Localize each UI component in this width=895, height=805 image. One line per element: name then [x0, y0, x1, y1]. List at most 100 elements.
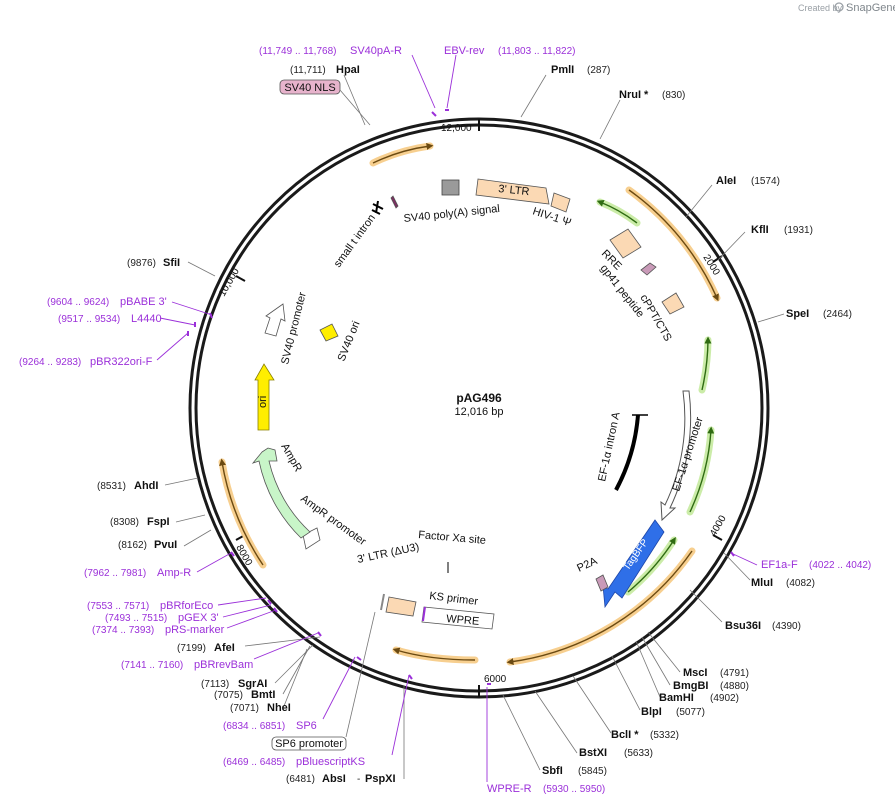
- site-label-pspxi[interactable]: - PspXI: [357, 773, 396, 785]
- svg-text:KS primer: KS primer: [429, 590, 479, 608]
- feature-3-ltr-du3: 3' LTR (ΔU3): [356, 541, 420, 617]
- svg-text:SP6 promoter: SP6 promoter: [275, 738, 343, 750]
- svg-text:Amp-R: Amp-R: [157, 567, 191, 579]
- svg-text:(8162): (8162): [118, 540, 147, 551]
- feature-p2a: P2A: [575, 555, 609, 592]
- site-label-spei[interactable]: SpeI (2464): [786, 308, 852, 320]
- site-label-bmgbi[interactable]: BmgBI (4880): [673, 680, 749, 692]
- feature-cppt: cPPT/CTS: [637, 292, 685, 343]
- site-label-pvui[interactable]: (8162) PvuI: [118, 539, 177, 551]
- primer-label-sv40pa-r[interactable]: (11,749 .. 11,768) SV40pA-R: [259, 45, 402, 57]
- svg-text:AfeI: AfeI: [214, 642, 235, 654]
- orf-arc-top: [369, 142, 434, 167]
- svg-text:(830): (830): [662, 90, 685, 101]
- svg-text:pBABE 3': pBABE 3': [120, 296, 167, 308]
- svg-text:(11,803 .. 11,822): (11,803 .. 11,822): [498, 46, 575, 57]
- svg-text:3' LTR: 3' LTR: [498, 183, 530, 198]
- site-label-alei[interactable]: AleI (1574): [716, 175, 780, 187]
- svg-text:pGEX 3': pGEX 3': [178, 612, 219, 624]
- feature-ampr-promoter: AmpR promoter: [298, 493, 368, 550]
- feature-ef1a-promoter: EF-1α promoter: [660, 390, 706, 522]
- site-label-fspi[interactable]: (8308) FspI: [110, 516, 170, 528]
- primer-label-sp6[interactable]: (6834 .. 6851) SP6: [223, 720, 317, 732]
- site-label-hpai[interactable]: (11,711) HpaI: [290, 64, 360, 76]
- svg-text:AmpR: AmpR: [278, 442, 304, 475]
- svg-text:KflI: KflI: [751, 224, 769, 236]
- svg-text:(4390): (4390): [772, 621, 801, 632]
- site-label-ahdi[interactable]: (8531) AhdI: [97, 480, 158, 492]
- primer-label-pbabe3[interactable]: (9604 .. 9624) pBABE 3': [47, 296, 167, 308]
- feature-factor-xa: Factor Xa site: [418, 529, 487, 573]
- primer-label-ef1a-f[interactable]: EF1a-F (4022 .. 4042): [761, 559, 871, 571]
- svg-text:NheI: NheI: [267, 702, 291, 714]
- svg-text:PmlI: PmlI: [551, 64, 574, 76]
- svg-text:(8308): (8308): [110, 517, 139, 528]
- orf-arc-bottom-right: [506, 547, 696, 666]
- svg-text:BmtI: BmtI: [251, 689, 275, 701]
- site-label-pmli[interactable]: PmlI (287): [551, 64, 610, 76]
- svg-text:BlpI: BlpI: [641, 706, 662, 718]
- site-label-absi[interactable]: (6481) AbsI: [286, 773, 346, 785]
- svg-text:WPRE-R: WPRE-R: [487, 783, 532, 795]
- svg-text:(7075): (7075): [214, 690, 243, 701]
- tick-label-12000: 12,000: [441, 123, 472, 134]
- site-label-msci[interactable]: MscI (4791): [683, 667, 749, 679]
- svg-text:SV40 promoter: SV40 promoter: [279, 291, 309, 366]
- site-label-sgrai[interactable]: (7113) SgrAI: [201, 678, 267, 690]
- site-label-kfli[interactable]: KflI (1931): [751, 224, 813, 236]
- svg-text:SV40 ori: SV40 ori: [336, 319, 363, 363]
- site-label-sfii[interactable]: (9876) SfiI: [127, 257, 180, 269]
- svg-text:AbsI: AbsI: [322, 773, 346, 785]
- site-label-mlui[interactable]: MluI (4082): [751, 577, 815, 589]
- primer-leaders: [156, 54, 758, 782]
- created-by-label: Created by: [798, 3, 843, 13]
- svg-text:gp41 peptide: gp41 peptide: [598, 262, 647, 320]
- primer-label-pbr322ori-f[interactable]: (9264 .. 9283) pBR322ori-F: [19, 356, 153, 368]
- site-label-bsu36i[interactable]: Bsu36I (4390): [725, 620, 801, 632]
- orf-green-rre: [596, 198, 641, 227]
- svg-text:BmgBI: BmgBI: [673, 680, 708, 692]
- site-label-nrui[interactable]: NruI * (830): [619, 89, 685, 101]
- svg-text:SpeI: SpeI: [786, 308, 809, 320]
- svg-text:Bsu36I: Bsu36I: [725, 620, 761, 632]
- snapgene-brand: SnapGene: [846, 2, 895, 14]
- primer-label-pbluescriptks[interactable]: (6469 .. 6485) pBluescriptKS: [223, 756, 365, 768]
- svg-text:(7493 .. 7515): (7493 .. 7515): [105, 613, 167, 624]
- plasmid-length: 12,016 bp: [455, 406, 504, 418]
- tick-label-4000: 4000: [708, 513, 729, 538]
- primer-label-wpre-r[interactable]: WPRE-R (5930 .. 5950): [487, 783, 605, 795]
- primer-label-pgex3[interactable]: (7493 .. 7515) pGEX 3': [105, 612, 219, 624]
- site-label-afei[interactable]: (7199) AfeI: [177, 642, 235, 654]
- primer-label-pbrforeco[interactable]: (7553 .. 7571) pBRforEco: [87, 600, 213, 612]
- svg-text:SV40 poly(A) signal: SV40 poly(A) signal: [403, 203, 500, 225]
- primer-label-l4440[interactable]: (9517 .. 9534) L4440: [58, 313, 162, 325]
- svg-text:pBRforEco: pBRforEco: [160, 600, 213, 612]
- site-label-bcli[interactable]: BclI * (5332): [611, 729, 679, 741]
- svg-text:(1931): (1931): [784, 225, 813, 236]
- svg-text:PspXI: PspXI: [365, 773, 396, 785]
- plasmid-name: pAG496: [456, 391, 502, 405]
- site-label-blpi[interactable]: BlpI (5077): [641, 706, 705, 718]
- site-label-nhei[interactable]: (7071) NheI: [230, 702, 291, 714]
- svg-text:(11,749 .. 11,768): (11,749 .. 11,768): [259, 46, 336, 57]
- svg-text:SV40pA-R: SV40pA-R: [350, 45, 402, 57]
- orf-arcs: [218, 142, 721, 666]
- svg-text:SV40 NLS: SV40 NLS: [284, 82, 335, 94]
- primer-label-pbrrevbam[interactable]: (7141 .. 7160) pBRrevBam: [121, 659, 253, 671]
- sp6-promoter-label: SP6 promoter: [271, 611, 376, 751]
- site-label-bstxi[interactable]: BstXI (5633): [579, 747, 653, 759]
- svg-text:Factor Xa site: Factor Xa site: [418, 529, 487, 547]
- svg-text:(7962 .. 7981): (7962 .. 7981): [84, 568, 146, 579]
- svg-text:small t intron: small t intron: [332, 212, 378, 270]
- svg-text:(5633): (5633): [624, 748, 653, 759]
- site-label-bmti[interactable]: (7075) BmtI: [214, 689, 275, 701]
- site-label-bamhi[interactable]: BamHI (4902): [659, 692, 739, 704]
- primer-label-amp-r[interactable]: (7962 .. 7981) Amp-R: [84, 567, 191, 579]
- svg-text:EF-1α intron A: EF-1α intron A: [596, 410, 623, 482]
- site-label-sbfi[interactable]: SbfI (5845): [542, 765, 607, 777]
- primer-label-prs-marker[interactable]: (7374 .. 7393) pRS-marker: [92, 624, 225, 636]
- svg-text:L4440: L4440: [131, 313, 162, 325]
- primer-label-ebv-rev[interactable]: EBV-rev (11,803 .. 11,822): [444, 45, 575, 57]
- svg-text:ori: ori: [257, 396, 269, 408]
- svg-text:(9517 .. 9534): (9517 .. 9534): [58, 314, 120, 325]
